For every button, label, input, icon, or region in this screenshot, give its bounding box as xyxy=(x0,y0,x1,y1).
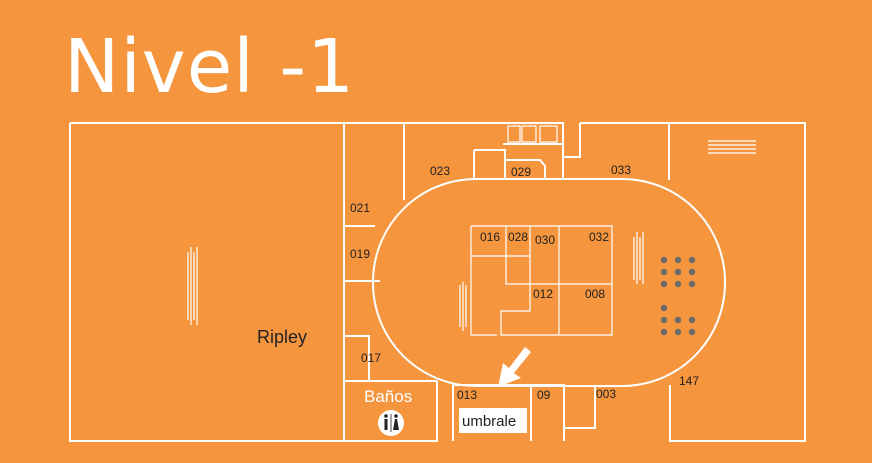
unit-032-label[interactable]: 032 xyxy=(589,230,609,244)
ripley-store[interactable] xyxy=(187,123,345,441)
unit-147-label[interactable]: 147 xyxy=(679,374,699,388)
unit-030-label[interactable]: 030 xyxy=(535,233,555,247)
restroom-icon xyxy=(378,410,404,436)
seating-dots xyxy=(660,256,696,336)
page-title: Nivel -1 xyxy=(64,24,356,110)
location-arrow-icon xyxy=(498,347,531,387)
restrooms-label[interactable]: Baños xyxy=(364,387,412,406)
unit-028-label[interactable]: 028 xyxy=(508,230,528,244)
unit-013-label[interactable]: 013 xyxy=(457,388,477,402)
central-atrium xyxy=(372,178,726,387)
central-island xyxy=(459,225,644,336)
unit-003-label[interactable]: 003 xyxy=(596,387,616,401)
umbrale-logo-text: umbrale xyxy=(462,413,516,430)
unit-019-label[interactable]: 019 xyxy=(350,247,370,261)
unit-008-label[interactable]: 008 xyxy=(585,287,605,301)
unit-023-label[interactable]: 023 xyxy=(430,164,450,178)
unit-033-label[interactable]: 033 xyxy=(611,163,631,177)
ripley-label[interactable]: Ripley xyxy=(257,327,307,347)
unit-012-label[interactable]: 012 xyxy=(533,287,553,301)
top-shops xyxy=(473,122,756,180)
unit-09-label[interactable]: 09 xyxy=(537,388,551,402)
unit-029-label[interactable]: 029 xyxy=(511,165,531,179)
unit-021-label[interactable]: 021 xyxy=(350,201,370,215)
umbrale-store[interactable]: umbrale xyxy=(459,408,527,433)
unit-016-label[interactable]: 016 xyxy=(480,230,500,244)
unit-017-label[interactable]: 017 xyxy=(361,351,381,365)
